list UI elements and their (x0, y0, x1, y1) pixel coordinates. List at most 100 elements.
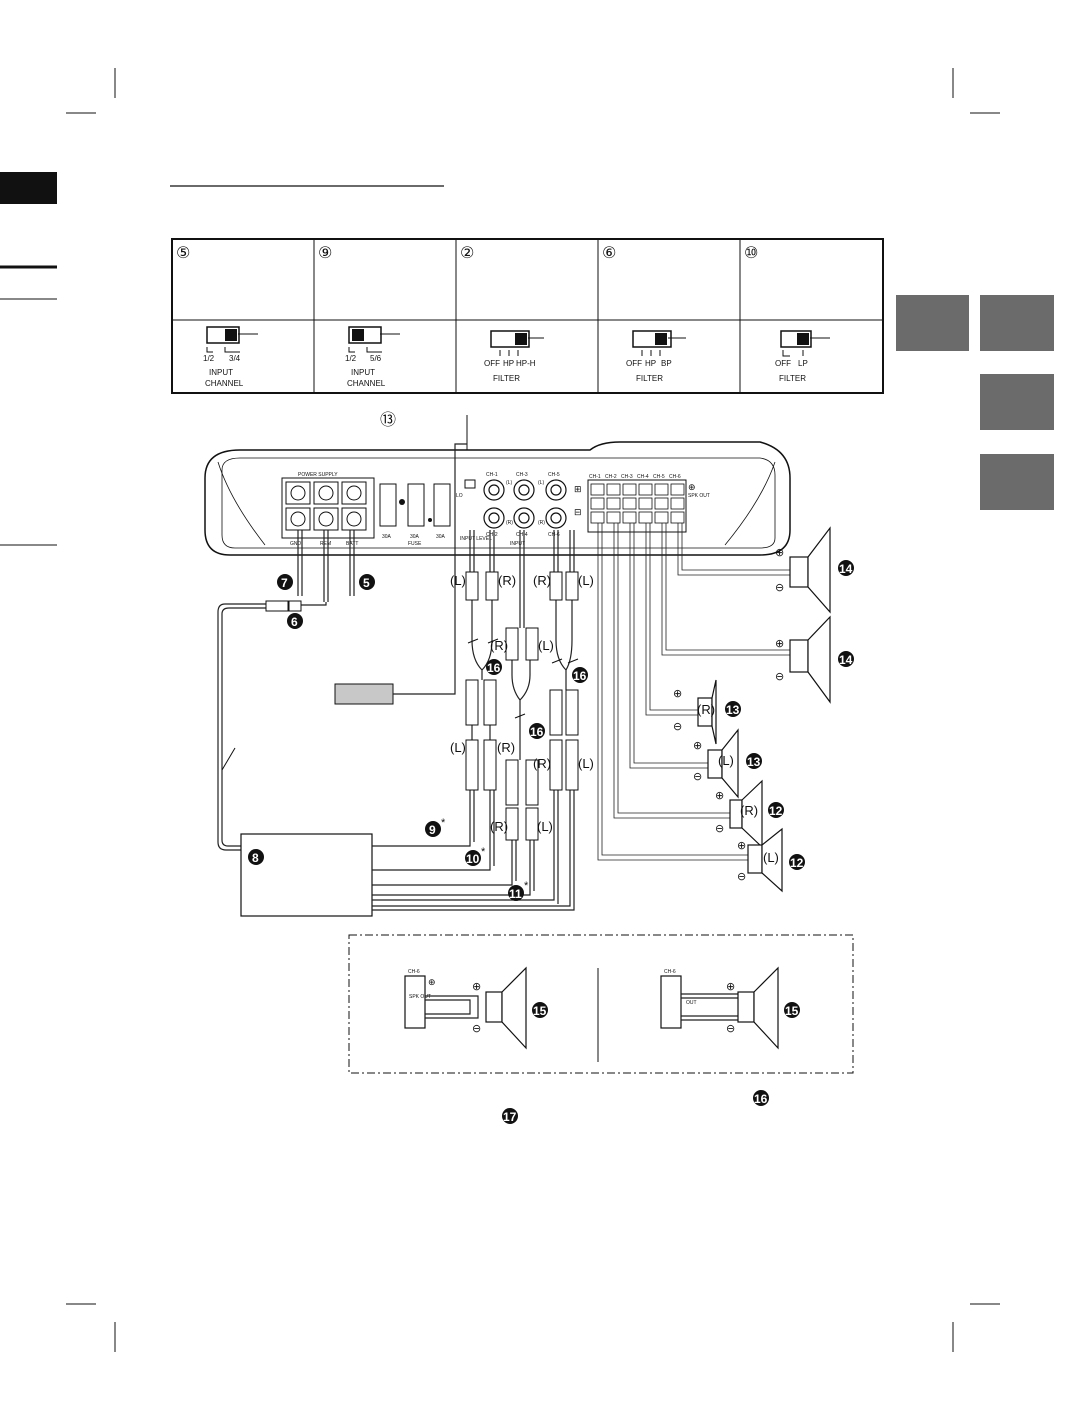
svg-text:CH-5: CH-5 (653, 474, 665, 480)
svg-text:7: 7 (281, 576, 288, 590)
svg-text:CH-3: CH-3 (516, 472, 528, 478)
svg-text:(R): (R) (498, 573, 516, 588)
svg-text:CH-6: CH-6 (664, 969, 676, 975)
svg-text:13: 13 (726, 703, 740, 717)
speaker-terminals (590, 483, 685, 524)
svg-text:LP: LP (798, 359, 808, 368)
svg-text:⊖: ⊖ (775, 671, 784, 683)
power-supply-label: POWER SUPPLY (298, 472, 338, 478)
svg-text:FILTER: FILTER (636, 374, 663, 383)
polarity-marks: ⊕ ⊖ ⊕ ⊖ ⊕ ⊖ ⊕ ⊖ ⊕ ⊖ ⊕ ⊖ (673, 547, 784, 883)
svg-text:⊕: ⊕ (775, 638, 784, 650)
svg-text:⊖: ⊖ (472, 1023, 481, 1035)
switch-filter-6: OFF HP BP FILTER (626, 330, 686, 383)
svg-text:INPUT: INPUT (351, 368, 375, 377)
svg-text:12: 12 (769, 804, 783, 818)
svg-text:HP-H: HP-H (516, 359, 536, 368)
svg-text:1/2: 1/2 (203, 354, 215, 363)
svg-text:8: 8 (252, 851, 259, 865)
svg-text:SPK OUT: SPK OUT (409, 994, 431, 1000)
svg-text:OUT: OUT (686, 1000, 697, 1006)
remote-control-box (334, 683, 394, 705)
svg-text:HP: HP (645, 359, 656, 368)
svg-text:(L): (L) (538, 638, 554, 653)
svg-text:*: * (524, 880, 529, 892)
svg-text:⊖: ⊖ (715, 823, 724, 835)
svg-text:9: 9 (429, 823, 436, 837)
svg-text:(L): (L) (578, 573, 594, 588)
svg-text:⊕: ⊕ (472, 981, 481, 993)
svg-text:(L): (L) (450, 740, 466, 755)
crop-marks (66, 68, 1000, 1352)
svg-text:14: 14 (839, 653, 853, 667)
head-unit (240, 833, 373, 917)
bridged-inset: CH-6 SPK OUT ⊕ ⊕ ⊖ CH-6 OUT ⊕ ⊖ (348, 934, 854, 1074)
table-header-2: ⑨ (318, 245, 332, 262)
svg-text:CH-1: CH-1 (486, 472, 498, 478)
svg-text:⊕: ⊕ (737, 840, 746, 852)
svg-text:16: 16 (530, 725, 544, 739)
svg-text:⊖: ⊖ (737, 871, 746, 883)
svg-text:(L): (L) (718, 753, 734, 768)
svg-text:(L): (L) (763, 850, 779, 865)
svg-text:17: 17 (503, 1110, 517, 1124)
svg-text:⊕: ⊕ (715, 790, 724, 802)
svg-text:FILTER: FILTER (493, 374, 520, 383)
svg-text:⊕: ⊕ (775, 547, 784, 559)
table-header-4: ⑥ (602, 245, 616, 262)
svg-text:6: 6 (291, 615, 298, 629)
svg-text:(R): (R) (533, 573, 551, 588)
switch-filter-2: OFF HP HP-H FILTER (484, 330, 544, 383)
svg-text:⊞: ⊞ (574, 484, 582, 494)
cable-breaks (467, 638, 579, 719)
svg-text:⊖: ⊖ (775, 582, 784, 594)
table-header-5: ⑩ (744, 245, 758, 262)
svg-text:⊟: ⊟ (574, 507, 582, 517)
rca-cables (372, 530, 575, 911)
svg-text:(R): (R) (490, 638, 508, 653)
svg-text:15: 15 (533, 1004, 547, 1018)
svg-text:FILTER: FILTER (779, 374, 806, 383)
svg-text:⊕: ⊕ (673, 688, 682, 700)
svg-text:(R): (R) (490, 819, 508, 834)
fuses (379, 483, 451, 527)
svg-text:CH-6: CH-6 (669, 474, 681, 480)
tweeter-speakers (729, 779, 783, 893)
side-tabs (896, 295, 1054, 510)
svg-text:30A: 30A (436, 534, 446, 540)
svg-text:3/4: 3/4 (229, 354, 241, 363)
svg-text:16: 16 (487, 661, 501, 675)
svg-text:5/6: 5/6 (370, 354, 382, 363)
svg-text:CH-4: CH-4 (637, 474, 649, 480)
svg-text:CHANNEL: CHANNEL (205, 379, 244, 388)
svg-text:LO: LO (456, 493, 463, 499)
svg-text:OFF: OFF (775, 359, 791, 368)
svg-text:FUSE: FUSE (408, 541, 422, 547)
woofer-speakers (789, 526, 831, 704)
number-callouts: 7 5 6 8 9 * 10 * 11 * 16 16 16 14 14 13 … (248, 560, 854, 1124)
table-header-3: ② (460, 245, 474, 262)
svg-text:INPUT: INPUT (209, 368, 233, 377)
svg-text:16: 16 (754, 1092, 768, 1106)
svg-text:CH-4: CH-4 (516, 532, 528, 538)
svg-text:⊖: ⊖ (693, 771, 702, 783)
table-header-1: ⑤ (176, 245, 190, 262)
svg-text:*: * (441, 817, 446, 829)
svg-text:GND: GND (290, 541, 302, 547)
svg-text:14: 14 (839, 562, 853, 576)
svg-text:11: 11 (509, 887, 522, 901)
power-wires (217, 530, 355, 851)
svg-text:(L): (L) (506, 480, 512, 486)
svg-text:CH-1: CH-1 (589, 474, 601, 480)
svg-text:12: 12 (790, 856, 804, 870)
svg-text:(R): (R) (506, 520, 513, 526)
svg-text:⊖: ⊖ (673, 721, 682, 733)
svg-text:16: 16 (573, 669, 587, 683)
power-terminals (285, 481, 367, 531)
svg-text:(R): (R) (497, 740, 515, 755)
svg-text:(L): (L) (450, 573, 466, 588)
svg-text:OFF: OFF (626, 359, 642, 368)
svg-text:⊕: ⊕ (693, 740, 702, 752)
svg-text:⊕: ⊕ (428, 977, 436, 987)
